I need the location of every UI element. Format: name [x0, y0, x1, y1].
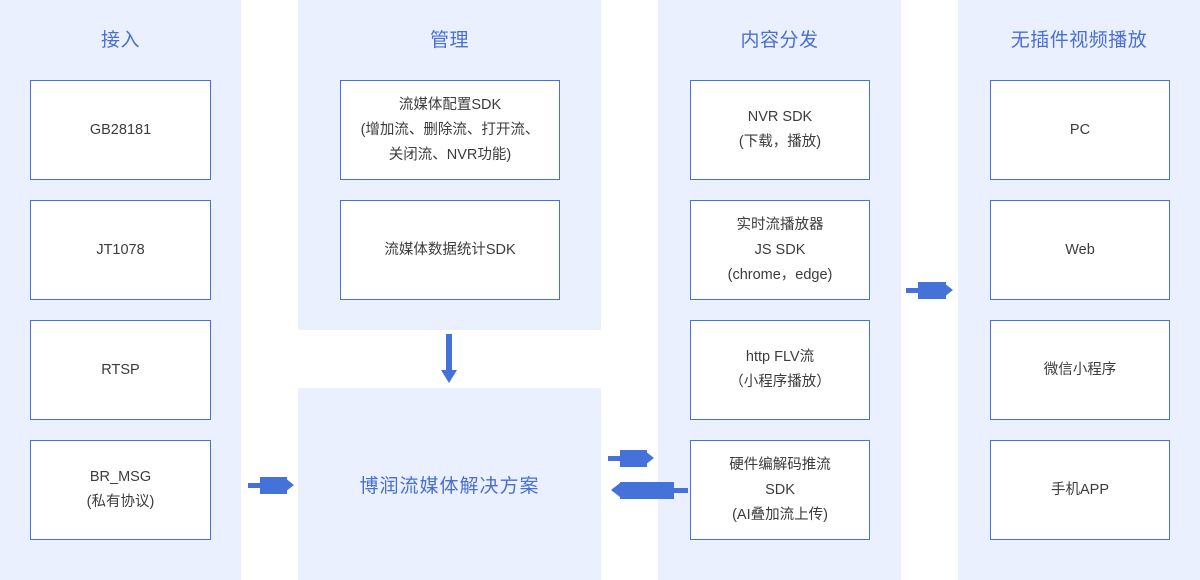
node-text-line: (私有协议)	[86, 494, 155, 510]
node-content-http-flv-text: http FLV流 （小程序播放）	[729, 345, 831, 395]
solution-label: 博润流媒体解决方案	[359, 475, 540, 497]
node-text-line: BR_MSG	[89, 469, 152, 485]
node-text-line: GB28181	[89, 121, 152, 138]
node-content-hw-codec-sdk-text: 硬件编解码推流 SDK (AI叠加流上传)	[729, 453, 831, 528]
node-text-line: 手机APP	[1050, 481, 1109, 498]
node-text-line: 硬件编解码推流	[729, 456, 831, 473]
node-access-gb28181-text: GB28181	[90, 118, 151, 143]
node-access-rtsp[interactable]: RTSP	[30, 320, 211, 420]
node-playback-pc-text: PC	[1070, 118, 1090, 143]
node-playback-web-text: Web	[1065, 238, 1095, 263]
node-access-br-msg-text: BR_MSG (私有协议)	[87, 465, 155, 515]
arrow-content-to-solution	[608, 478, 688, 502]
node-content-nvr-sdk-text: NVR SDK (下载，播放)	[739, 105, 821, 155]
node-text-line: Web	[1065, 241, 1095, 258]
node-playback-web[interactable]: Web	[990, 200, 1170, 300]
column-header-playback: 无插件视频播放	[1010, 30, 1148, 51]
node-text-line: (AI叠加流上传)	[732, 506, 828, 523]
node-text-line: 关闭流、NVR功能)	[388, 146, 512, 163]
node-text-line: PC	[1069, 121, 1091, 138]
node-manage-stats-sdk[interactable]: 流媒体数据统计SDK	[340, 200, 560, 300]
node-manage-config-sdk[interactable]: 流媒体配置SDK (增加流、删除流、打开流、关闭流、NVR功能)	[340, 80, 560, 180]
node-text-line: 微信小程序	[1043, 361, 1117, 378]
node-access-br-msg[interactable]: BR_MSG (私有协议)	[30, 440, 211, 540]
node-manage-config-sdk-text: 流媒体配置SDK (增加流、删除流、打开流、关闭流、NVR功能)	[361, 93, 540, 168]
node-content-js-sdk[interactable]: 实时流播放器 JS SDK (chrome，edge)	[690, 200, 870, 300]
node-text-line: (下载，播放)	[738, 134, 822, 150]
node-text-line: JT1078	[96, 241, 145, 258]
arrow-content-to-playback	[906, 278, 954, 302]
node-content-js-sdk-text: 实时流播放器 JS SDK (chrome，edge)	[728, 213, 833, 288]
node-text-line: 流媒体配置SDK	[398, 96, 502, 113]
node-playback-mobile-app[interactable]: 手机APP	[990, 440, 1170, 540]
column-header-access: 接入	[100, 30, 140, 51]
node-playback-mobile-app-text: 手机APP	[1051, 478, 1109, 503]
node-text-line: NVR SDK	[747, 109, 813, 125]
column-header-manage: 管理	[429, 30, 469, 51]
panel-solution	[298, 388, 601, 580]
column-header-content: 内容分发	[740, 30, 819, 51]
node-playback-wechat-miniprogram[interactable]: 微信小程序	[990, 320, 1170, 420]
node-content-hw-codec-sdk[interactable]: 硬件编解码推流 SDK (AI叠加流上传)	[690, 440, 870, 540]
node-access-jt1078[interactable]: JT1078	[30, 200, 211, 300]
node-text-line: JS SDK	[754, 241, 806, 258]
arrow-solution-to-content	[608, 446, 654, 470]
node-access-jt1078-text: JT1078	[96, 238, 144, 263]
node-text-line: RTSP	[101, 361, 140, 378]
node-access-gb28181[interactable]: GB28181	[30, 80, 211, 180]
node-content-http-flv[interactable]: http FLV流 （小程序播放）	[690, 320, 870, 420]
arrow-access-to-solution	[248, 473, 294, 497]
node-text-line: 流媒体数据统计SDK	[384, 241, 516, 258]
node-text-line: SDK	[765, 481, 795, 498]
node-manage-stats-sdk-text: 流媒体数据统计SDK	[384, 238, 515, 263]
node-content-nvr-sdk[interactable]: NVR SDK (下载，播放)	[690, 80, 870, 180]
arrow-manage-to-solution	[441, 334, 457, 383]
node-text-line: 实时流播放器	[736, 216, 824, 233]
node-text-line: （小程序播放）	[729, 374, 831, 390]
node-text-line: (增加流、删除流、打开流、	[360, 121, 540, 138]
node-text-line: http FLV流	[745, 349, 815, 365]
node-text-line: (chrome，edge)	[727, 266, 833, 283]
node-playback-pc[interactable]: PC	[990, 80, 1170, 180]
node-access-rtsp-text: RTSP	[101, 358, 139, 383]
node-playback-wechat-miniprogram-text: 微信小程序	[1044, 358, 1117, 383]
